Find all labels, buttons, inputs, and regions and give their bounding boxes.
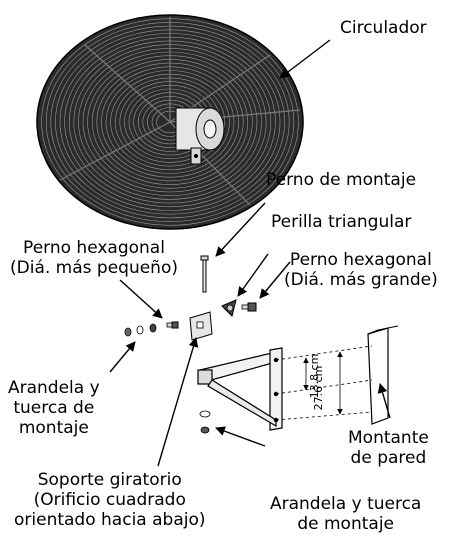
wall-bracket-drawing (197, 347, 283, 431)
label-perno-montaje: Perno de montaje (266, 170, 417, 190)
hex-bolt-large-drawing (241, 302, 257, 312)
circulator-fan-drawing (36, 14, 304, 230)
arrow-perno-montaje (215, 202, 266, 257)
left-washer-nut-drawing (124, 323, 157, 337)
arrow-arandela-der (215, 426, 266, 447)
dimension-upper: 13.8 cm (308, 354, 321, 399)
label-circulador: Circulador (340, 18, 427, 38)
triangular-knob-drawing (221, 299, 237, 317)
swivel-bracket-drawing (189, 311, 213, 341)
hex-bolt-small-drawing (166, 321, 179, 329)
arrow-soporte (157, 337, 199, 467)
mounting-bolt-drawing (200, 255, 209, 293)
label-arandela-izquierda: Arandela y tuerca de montaje (8, 378, 100, 438)
label-perno-hex-pequeno: Perno hexagonal (Diá. más pequeño) (10, 238, 178, 278)
label-soporte-giratorio: Soporte giratorio (Orificio cuadrado ori… (14, 470, 206, 530)
label-perno-hex-grande: Perno hexagonal (Diá. más grande) (284, 250, 438, 290)
label-perilla-triangular: Perilla triangular (271, 212, 412, 232)
leader-arrows (109, 39, 391, 467)
label-arandela-derecha: Arandela y tuerca de montaje (270, 494, 422, 534)
arrow-circulador (279, 39, 331, 79)
arrow-arandela-izq (109, 341, 136, 373)
arrow-perno-hex-peq (119, 279, 163, 319)
dimension-lines (275, 345, 373, 421)
arrow-perno-hex-grande (259, 261, 291, 299)
right-washer-nut-drawing (199, 410, 211, 434)
dimension-lower: 27.6 cm (312, 366, 325, 411)
label-montante-pared: Montante de pared (348, 428, 429, 468)
arrow-montante (377, 383, 391, 419)
arrow-perilla (237, 253, 269, 297)
wall-stud-drawing (367, 325, 399, 425)
